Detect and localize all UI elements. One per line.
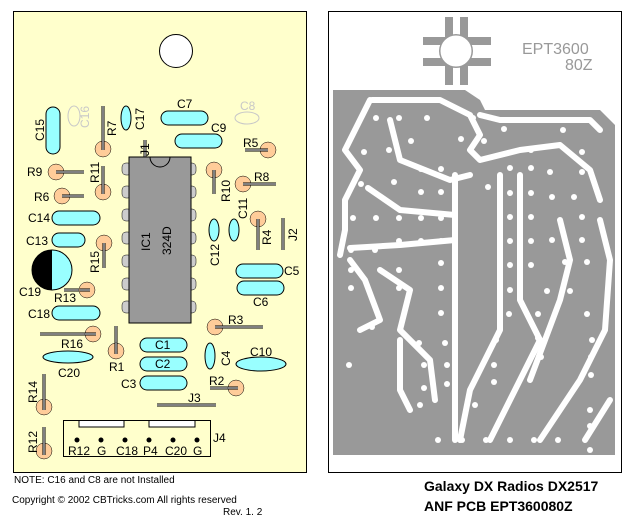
copper-pour (333, 90, 615, 455)
label-r7: R7 (105, 120, 119, 136)
component-side: C15 C16 R7 C17 C7 C8 C9 J1 R5 (13, 11, 307, 473)
capacitor-c6 (236, 280, 285, 296)
label-c1: C1 (155, 338, 171, 352)
capacitor-c18 (51, 305, 101, 321)
pcb-marking-line2: 80Z (565, 57, 593, 74)
capacitor-c11 (228, 218, 240, 242)
label-c16: C16 (78, 106, 92, 128)
ic1-ref: IC1 (139, 232, 153, 251)
j4-pin-label: P4 (143, 444, 158, 458)
label-r9: R9 (27, 165, 43, 179)
label-r12: R12 (26, 431, 40, 453)
ic1-notch (149, 156, 171, 168)
label-r15: R15 (88, 251, 102, 273)
label-c10: C10 (250, 345, 272, 359)
label-c18: C18 (28, 307, 50, 321)
revision-text: Rev. 1. 2 (223, 507, 263, 518)
capacitor-c3 (139, 375, 188, 391)
label-j3: J3 (188, 391, 201, 405)
capacitor-c17 (120, 105, 132, 131)
label-c11: C11 (236, 198, 250, 219)
label-r8: R8 (254, 170, 270, 184)
capacitor-c5 (235, 263, 284, 279)
capacitor-c12 (208, 218, 220, 242)
board-title: Galaxy DX Radios DX2517 (424, 478, 599, 494)
capacitor-c10 (235, 356, 287, 372)
pcb-pads (346, 104, 595, 453)
j4-pin-label: C18 (116, 444, 138, 458)
j4-pin-label: G (193, 444, 202, 458)
capacitor-c7 (160, 110, 209, 126)
label-r6: R6 (34, 190, 50, 204)
label-r1: R1 (109, 360, 125, 374)
capacitor-c19-electrolytic (31, 249, 73, 291)
board-part-number: ANF PCB EPT360080Z (424, 498, 573, 514)
capacitor-c2 (139, 356, 188, 372)
ic1-body (128, 156, 192, 324)
label-c8: C8 (240, 99, 256, 113)
mounting-hole (159, 34, 193, 68)
solder-side: EPT3600 80Z (328, 11, 622, 473)
capacitor-c14 (51, 210, 101, 226)
capacitor-c8-not-installed (234, 111, 260, 125)
label-c6: C6 (253, 295, 269, 309)
j4-pin-label: R12 (68, 444, 90, 458)
connector-j4 (63, 420, 211, 457)
mounting-hole-pad (423, 17, 491, 85)
label-r16: R16 (61, 337, 83, 351)
capacitor-c13 (51, 232, 86, 248)
label-c12: C12 (208, 244, 222, 266)
label-c9: C9 (211, 121, 227, 135)
capacitor-c9 (174, 133, 223, 149)
capacitor-c4 (204, 342, 216, 370)
capacitor-c16-not-installed (67, 105, 81, 127)
label-j4: J4 (213, 431, 226, 445)
label-c19: C19 (19, 285, 41, 299)
capacitor-c15 (45, 106, 61, 155)
label-r14: R14 (26, 381, 40, 403)
label-c2: C2 (155, 357, 171, 371)
label-c20: C20 (58, 366, 80, 380)
label-j2: J2 (286, 228, 300, 241)
label-r2: R2 (209, 374, 225, 388)
copyright-text: Copyright © 2002 CBTricks.com All rights… (12, 495, 237, 506)
label-r5: R5 (243, 136, 259, 150)
capacitor-c1 (139, 337, 188, 353)
capacitor-c20 (42, 350, 94, 364)
label-c5: C5 (284, 264, 300, 278)
label-c3: C3 (121, 377, 137, 391)
j4-pin-label: G (97, 444, 106, 458)
label-c4: C4 (219, 350, 233, 366)
label-c13: C13 (26, 234, 48, 248)
label-r10: R10 (219, 180, 233, 202)
label-r3: R3 (228, 313, 244, 327)
label-r11: R11 (88, 162, 102, 183)
label-c14: C14 (28, 211, 50, 225)
label-c7: C7 (177, 97, 193, 111)
label-j1: J1 (138, 143, 152, 156)
ic1-part: 324D (160, 226, 174, 255)
pcb-marking-line1: EPT3600 (522, 41, 589, 58)
label-c17: C17 (133, 108, 147, 130)
label-r13: R13 (54, 291, 76, 305)
label-r4: R4 (260, 229, 274, 245)
note-not-installed: NOTE: C16 and C8 are not Installed (14, 475, 175, 486)
label-c15: C15 (33, 119, 47, 141)
j4-pin-label: C20 (165, 444, 187, 458)
